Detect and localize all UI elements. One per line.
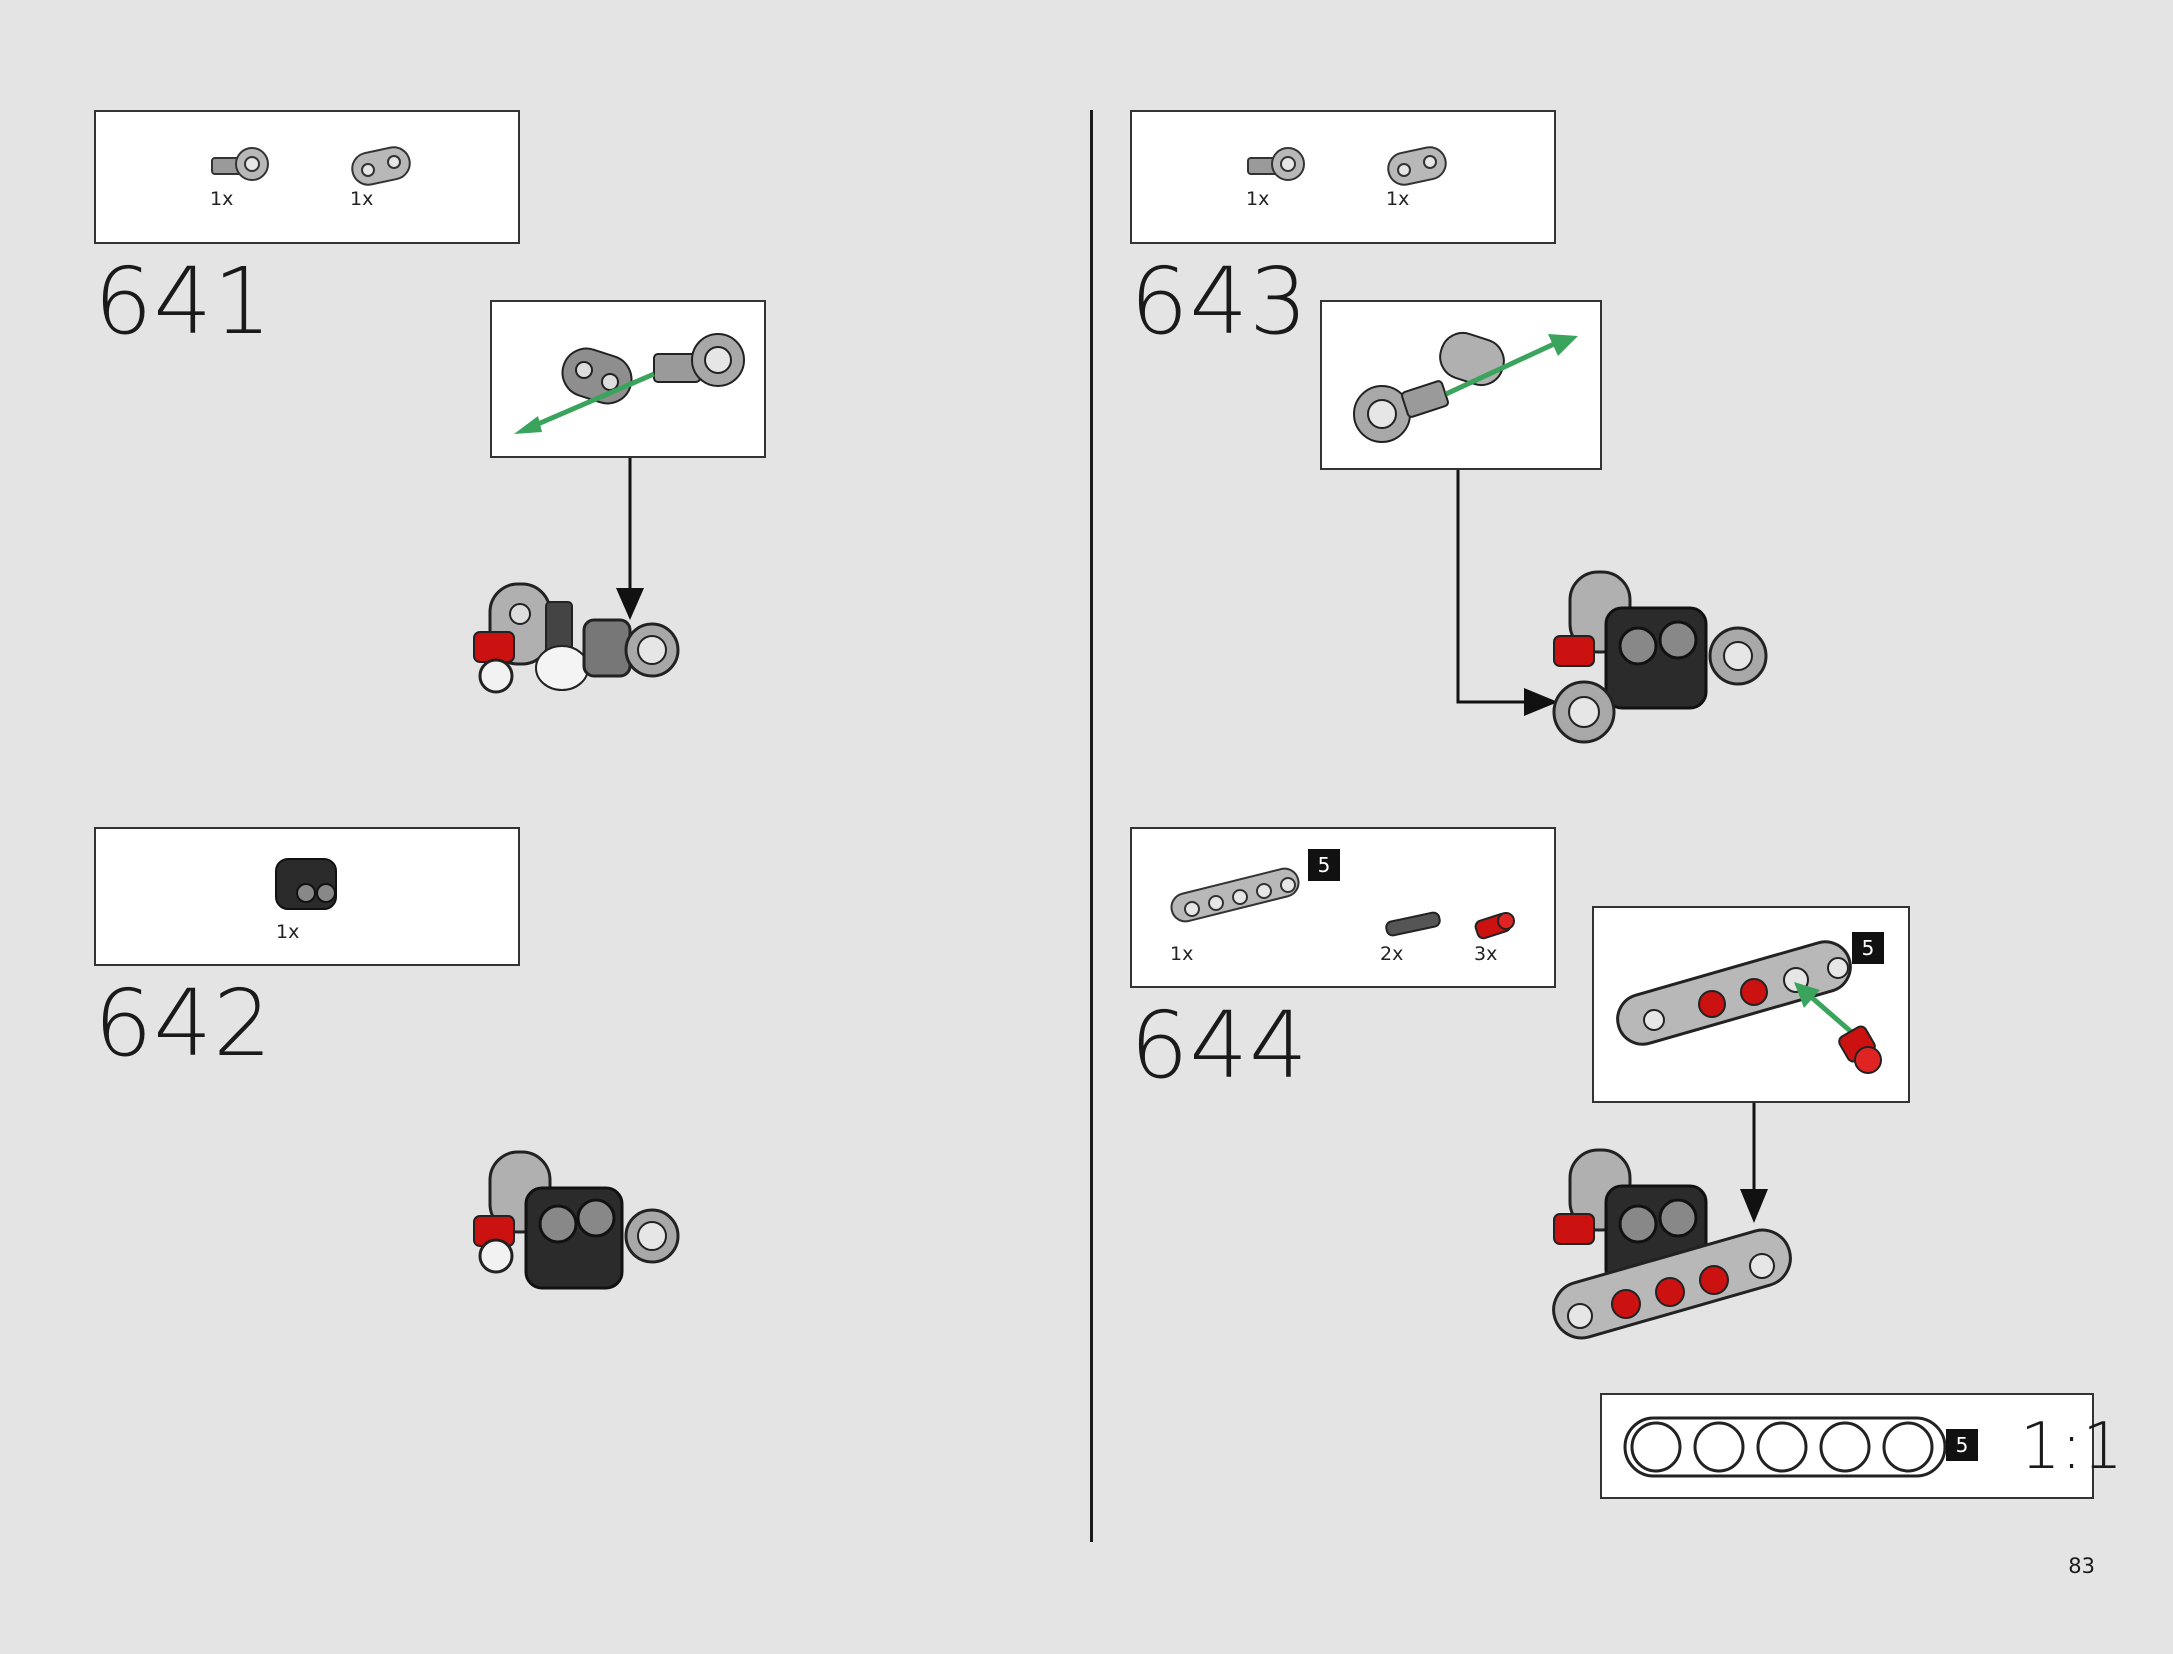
connector-arrow bbox=[1740, 1103, 1768, 1223]
red-pin-icon bbox=[1474, 912, 1515, 940]
model-illustration-642 bbox=[473, 1150, 680, 1290]
part-qty: 1x bbox=[1386, 188, 1410, 210]
model-illustration-641 bbox=[473, 582, 680, 694]
axle-connector-icon bbox=[1247, 147, 1305, 181]
part-qty: 1x bbox=[276, 921, 300, 943]
connector-arrow bbox=[1456, 470, 1558, 716]
length-badge: 5 bbox=[1946, 1429, 1978, 1461]
page-divider bbox=[1090, 110, 1093, 1542]
part-qty: 3x bbox=[1474, 943, 1498, 965]
axle-pin-icon bbox=[1385, 911, 1441, 937]
sub-assembly-callout-641 bbox=[490, 300, 766, 458]
length-badge: 5 bbox=[1308, 849, 1340, 881]
part-qty: 1x bbox=[350, 188, 374, 210]
beam-5-icon bbox=[1170, 867, 1300, 923]
step-number: 642 bbox=[94, 970, 273, 1077]
parts-callout-642: 1x bbox=[94, 827, 520, 966]
scale-reference-box: 5 1:1 bbox=[1600, 1393, 2123, 1499]
sub-assembly-callout-644: 5 bbox=[1592, 906, 1910, 1103]
length-badge: 5 bbox=[1852, 932, 1884, 964]
subassembly-illustration bbox=[1353, 331, 1578, 443]
model-illustration-644 bbox=[1552, 1148, 1792, 1340]
part-qty: 2x bbox=[1380, 943, 1404, 965]
beam-2-icon bbox=[1387, 146, 1447, 186]
parts-callout-644: 5 1x 2x 3x bbox=[1130, 827, 1556, 988]
subassembly-illustration bbox=[514, 333, 745, 434]
page-number: 83 bbox=[2068, 1554, 2095, 1578]
step-number: 641 bbox=[94, 248, 273, 355]
beam-2-icon bbox=[351, 146, 411, 186]
black-bracket-icon bbox=[275, 858, 337, 910]
step-number: 644 bbox=[1130, 992, 1309, 1099]
subassembly-illustration bbox=[1616, 940, 1882, 1074]
scale-label: 1:1 bbox=[2020, 1410, 2123, 1484]
model-illustration-643 bbox=[1552, 570, 1768, 744]
axle-connector-icon bbox=[211, 147, 269, 181]
sub-assembly-callout-643 bbox=[1320, 300, 1602, 470]
parts-callout-641: 1x 1x bbox=[94, 110, 520, 244]
connector-arrow bbox=[616, 458, 644, 620]
part-qty: 1x bbox=[1170, 943, 1194, 965]
step-number: 643 bbox=[1130, 248, 1309, 355]
part-qty: 1x bbox=[1246, 188, 1270, 210]
parts-callout-643: 1x 1x bbox=[1130, 110, 1556, 244]
beam-5-actual-size-icon bbox=[1623, 1416, 1947, 1478]
part-qty: 1x bbox=[210, 188, 234, 210]
